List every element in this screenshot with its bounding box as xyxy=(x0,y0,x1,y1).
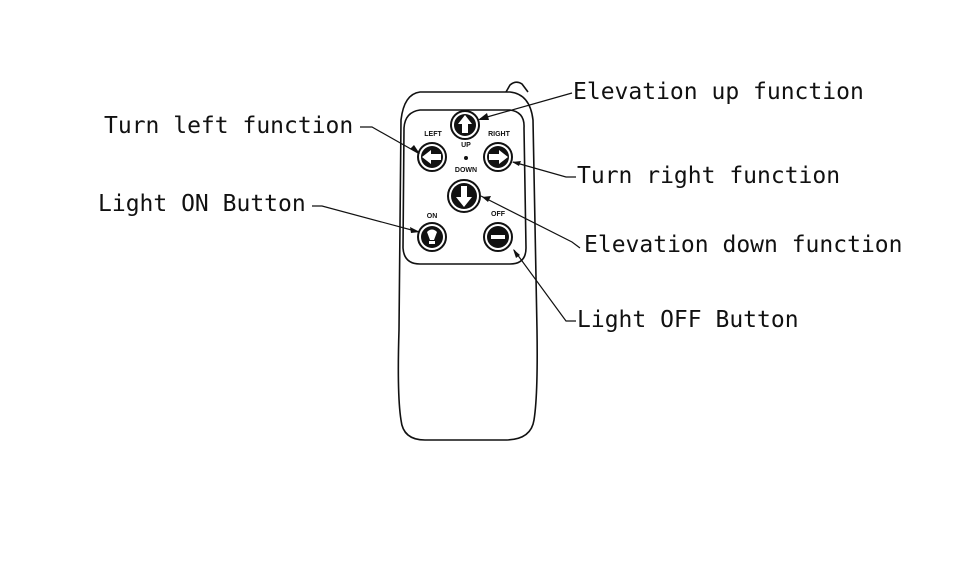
callout-turn-left: Turn left function xyxy=(104,113,354,139)
label-left: LEFT xyxy=(424,131,442,138)
label-up: UP xyxy=(461,142,471,149)
button-left[interactable] xyxy=(417,142,447,172)
arrowhead-elevation-up xyxy=(478,113,489,120)
arrowhead-elevation-down xyxy=(482,196,491,202)
leader-elevation-up xyxy=(479,92,573,120)
arrow-up-icon xyxy=(458,115,472,133)
remote-body-outline xyxy=(397,91,538,441)
callout-elevation-down: Elevation down function xyxy=(584,232,903,258)
button-up[interactable] xyxy=(450,110,480,140)
callout-light-on: Light ON Button xyxy=(98,191,306,217)
leader-turn-right xyxy=(512,161,576,178)
remote-control xyxy=(397,81,538,441)
leader-elevation-down xyxy=(480,195,581,249)
light-bulb-icon xyxy=(427,229,437,244)
antenna-nub xyxy=(505,81,529,93)
button-right[interactable] xyxy=(483,142,513,172)
arrowhead-light-off xyxy=(513,249,520,258)
arrow-left-icon xyxy=(422,150,441,164)
label-off: OFF xyxy=(491,211,506,218)
arrowhead-turn-right xyxy=(512,161,521,166)
arrowhead-turn-left xyxy=(410,145,420,154)
arrow-down-icon xyxy=(456,186,472,207)
arrowhead-light-on xyxy=(410,227,420,233)
callout-elevation-up: Elevation up function xyxy=(573,79,864,105)
leader-turn-left xyxy=(360,126,419,154)
button-down[interactable] xyxy=(447,179,481,213)
arrow-right-icon xyxy=(489,150,508,164)
label-on: ON xyxy=(427,213,438,220)
leader-light-off xyxy=(513,249,576,322)
leader-light-on xyxy=(312,205,420,233)
button-panel-outline xyxy=(402,109,527,265)
callout-turn-right: Turn right function xyxy=(577,163,841,189)
label-down: DOWN xyxy=(455,167,477,174)
button-light-off[interactable] xyxy=(483,222,513,252)
indicator-led xyxy=(464,156,468,160)
circle-minus-icon xyxy=(491,235,505,239)
label-right: RIGHT xyxy=(488,131,511,138)
button-light-on[interactable] xyxy=(417,222,447,252)
callout-light-off: Light OFF Button xyxy=(577,307,799,333)
